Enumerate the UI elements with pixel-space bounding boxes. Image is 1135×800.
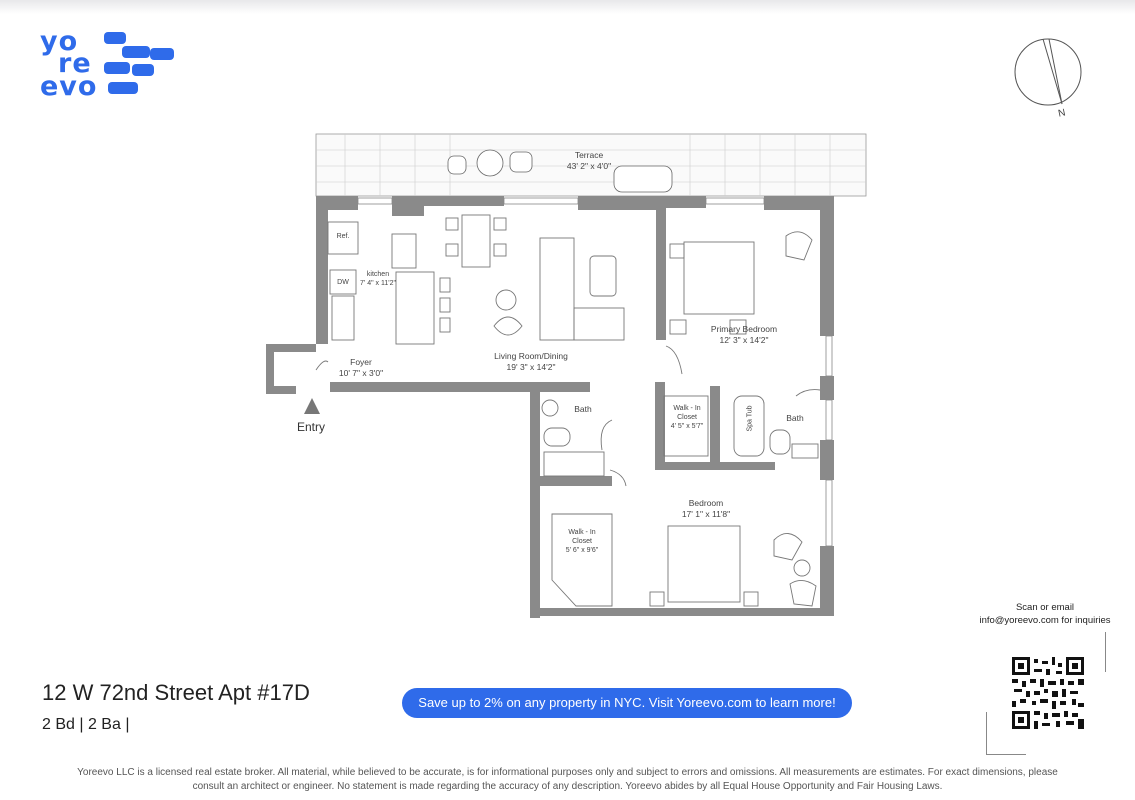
room-label-bath-2: Bath bbox=[786, 413, 804, 423]
logo-word-evo: evo bbox=[40, 71, 98, 102]
listing-address: 12 W 72nd Street Apt #17D bbox=[42, 680, 310, 705]
terrace-pavers bbox=[316, 134, 866, 196]
fixture-ref-label: Ref. bbox=[336, 233, 350, 240]
qr-frame-line bbox=[986, 712, 987, 754]
qr-frame-line bbox=[1105, 632, 1106, 672]
legal-disclaimer: Yoreevo LLC is a licensed real estate br… bbox=[77, 767, 1058, 792]
floor-plan bbox=[266, 133, 867, 618]
room-label-kitchen: kitchen 7' 4" x 11'2" bbox=[360, 271, 396, 287]
interior-lines bbox=[315, 214, 821, 607]
logo-brick bbox=[104, 62, 130, 74]
windows bbox=[357, 197, 833, 547]
room-label-foyer: Foyer 10' 7" x 3'0" bbox=[338, 357, 384, 378]
room-label-bedroom: Bedroom 17' 1" x 11'8" bbox=[681, 498, 731, 519]
room-label-walk-in-closet-1: Walk - In Closet 4' 5" x 5'7" bbox=[670, 405, 704, 430]
room-label-primary-bedroom: Primary Bedroom 12' 3" x 14'2" bbox=[710, 324, 778, 345]
walls bbox=[266, 196, 834, 618]
logo-word-yo: yo bbox=[40, 26, 79, 57]
north-compass-icon: N bbox=[1014, 38, 1082, 118]
logo-word-re: re bbox=[58, 48, 92, 79]
fixture-spa-tub-label: Spa Tub bbox=[746, 405, 754, 432]
promo-banner-link[interactable]: Save up to 2% on any property in NYC. Vi… bbox=[402, 688, 852, 718]
qr-code-icon[interactable] bbox=[1012, 657, 1084, 729]
logo-brick bbox=[132, 64, 154, 76]
room-label-walk-in-closet-2: Walk - In Closet 5' 6" x 9'6" bbox=[565, 529, 599, 554]
terrace-furniture bbox=[447, 149, 673, 193]
logo-brick bbox=[122, 46, 150, 58]
compass-label: N bbox=[1057, 107, 1066, 118]
room-label-bath-1: Bath bbox=[574, 404, 592, 414]
room-label-living: Living Room/Dining 19' 3" x 14'2" bbox=[494, 351, 568, 372]
qr-frame-line bbox=[986, 754, 1026, 755]
listing-summary: 2 Bd | 2 Ba | bbox=[42, 716, 130, 733]
entry-triangle bbox=[304, 398, 320, 414]
yoreevo-logo[interactable]: yo re evo bbox=[38, 28, 178, 103]
logo-brick bbox=[150, 48, 174, 60]
contact-text: Scan or email info@yoreevo.com for inqui… bbox=[979, 602, 1111, 626]
top-fade bbox=[0, 0, 1135, 14]
logo-brick bbox=[104, 32, 126, 44]
entry-label: Entry bbox=[297, 420, 326, 434]
logo-brick bbox=[108, 82, 138, 94]
room-label-terrace: Terrace 43' 2" x 4'0" bbox=[566, 150, 612, 171]
fixture-dw-label: DW bbox=[337, 279, 349, 286]
